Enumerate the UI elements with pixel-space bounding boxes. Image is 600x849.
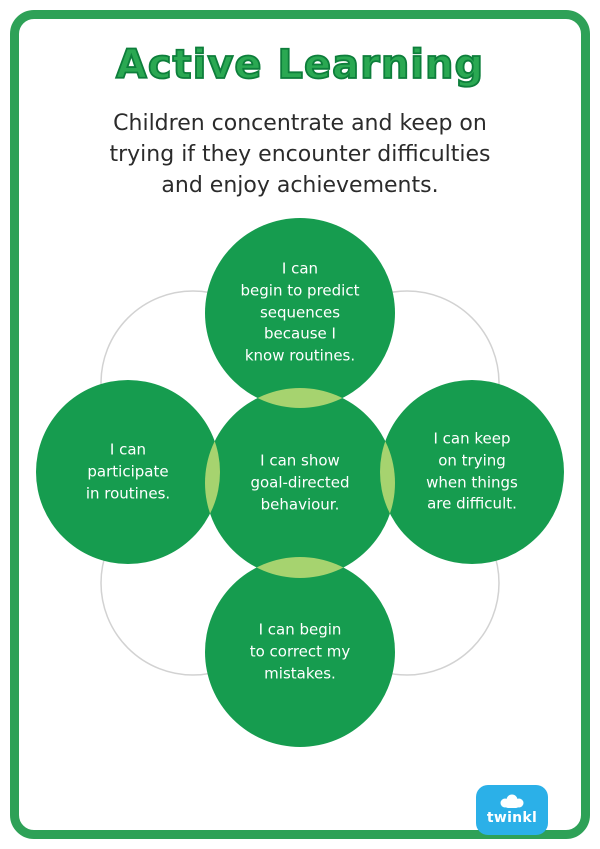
venn-circles-graphic xyxy=(36,218,564,747)
page-title: Active Learning xyxy=(115,41,485,89)
subtitle-text: Children concentrate and keep on trying … xyxy=(109,111,491,199)
twinkl-logo: twinkl xyxy=(476,785,548,835)
circle-right-text: I can keep on trying when things are dif… xyxy=(426,429,518,513)
circle-top-text: I can begin to predict sequences because… xyxy=(240,259,360,365)
circle-left-text: I can participate in routines. xyxy=(85,440,171,502)
circles-diagram: I can begin to predict sequences because… xyxy=(0,205,600,765)
circle-center-text: I can show goal-directed behaviour. xyxy=(250,451,350,513)
logo-text: twinkl xyxy=(486,810,538,826)
cloud-icon xyxy=(497,794,527,808)
circle-bottom-text: I can begin to correct my mistakes. xyxy=(249,620,351,682)
